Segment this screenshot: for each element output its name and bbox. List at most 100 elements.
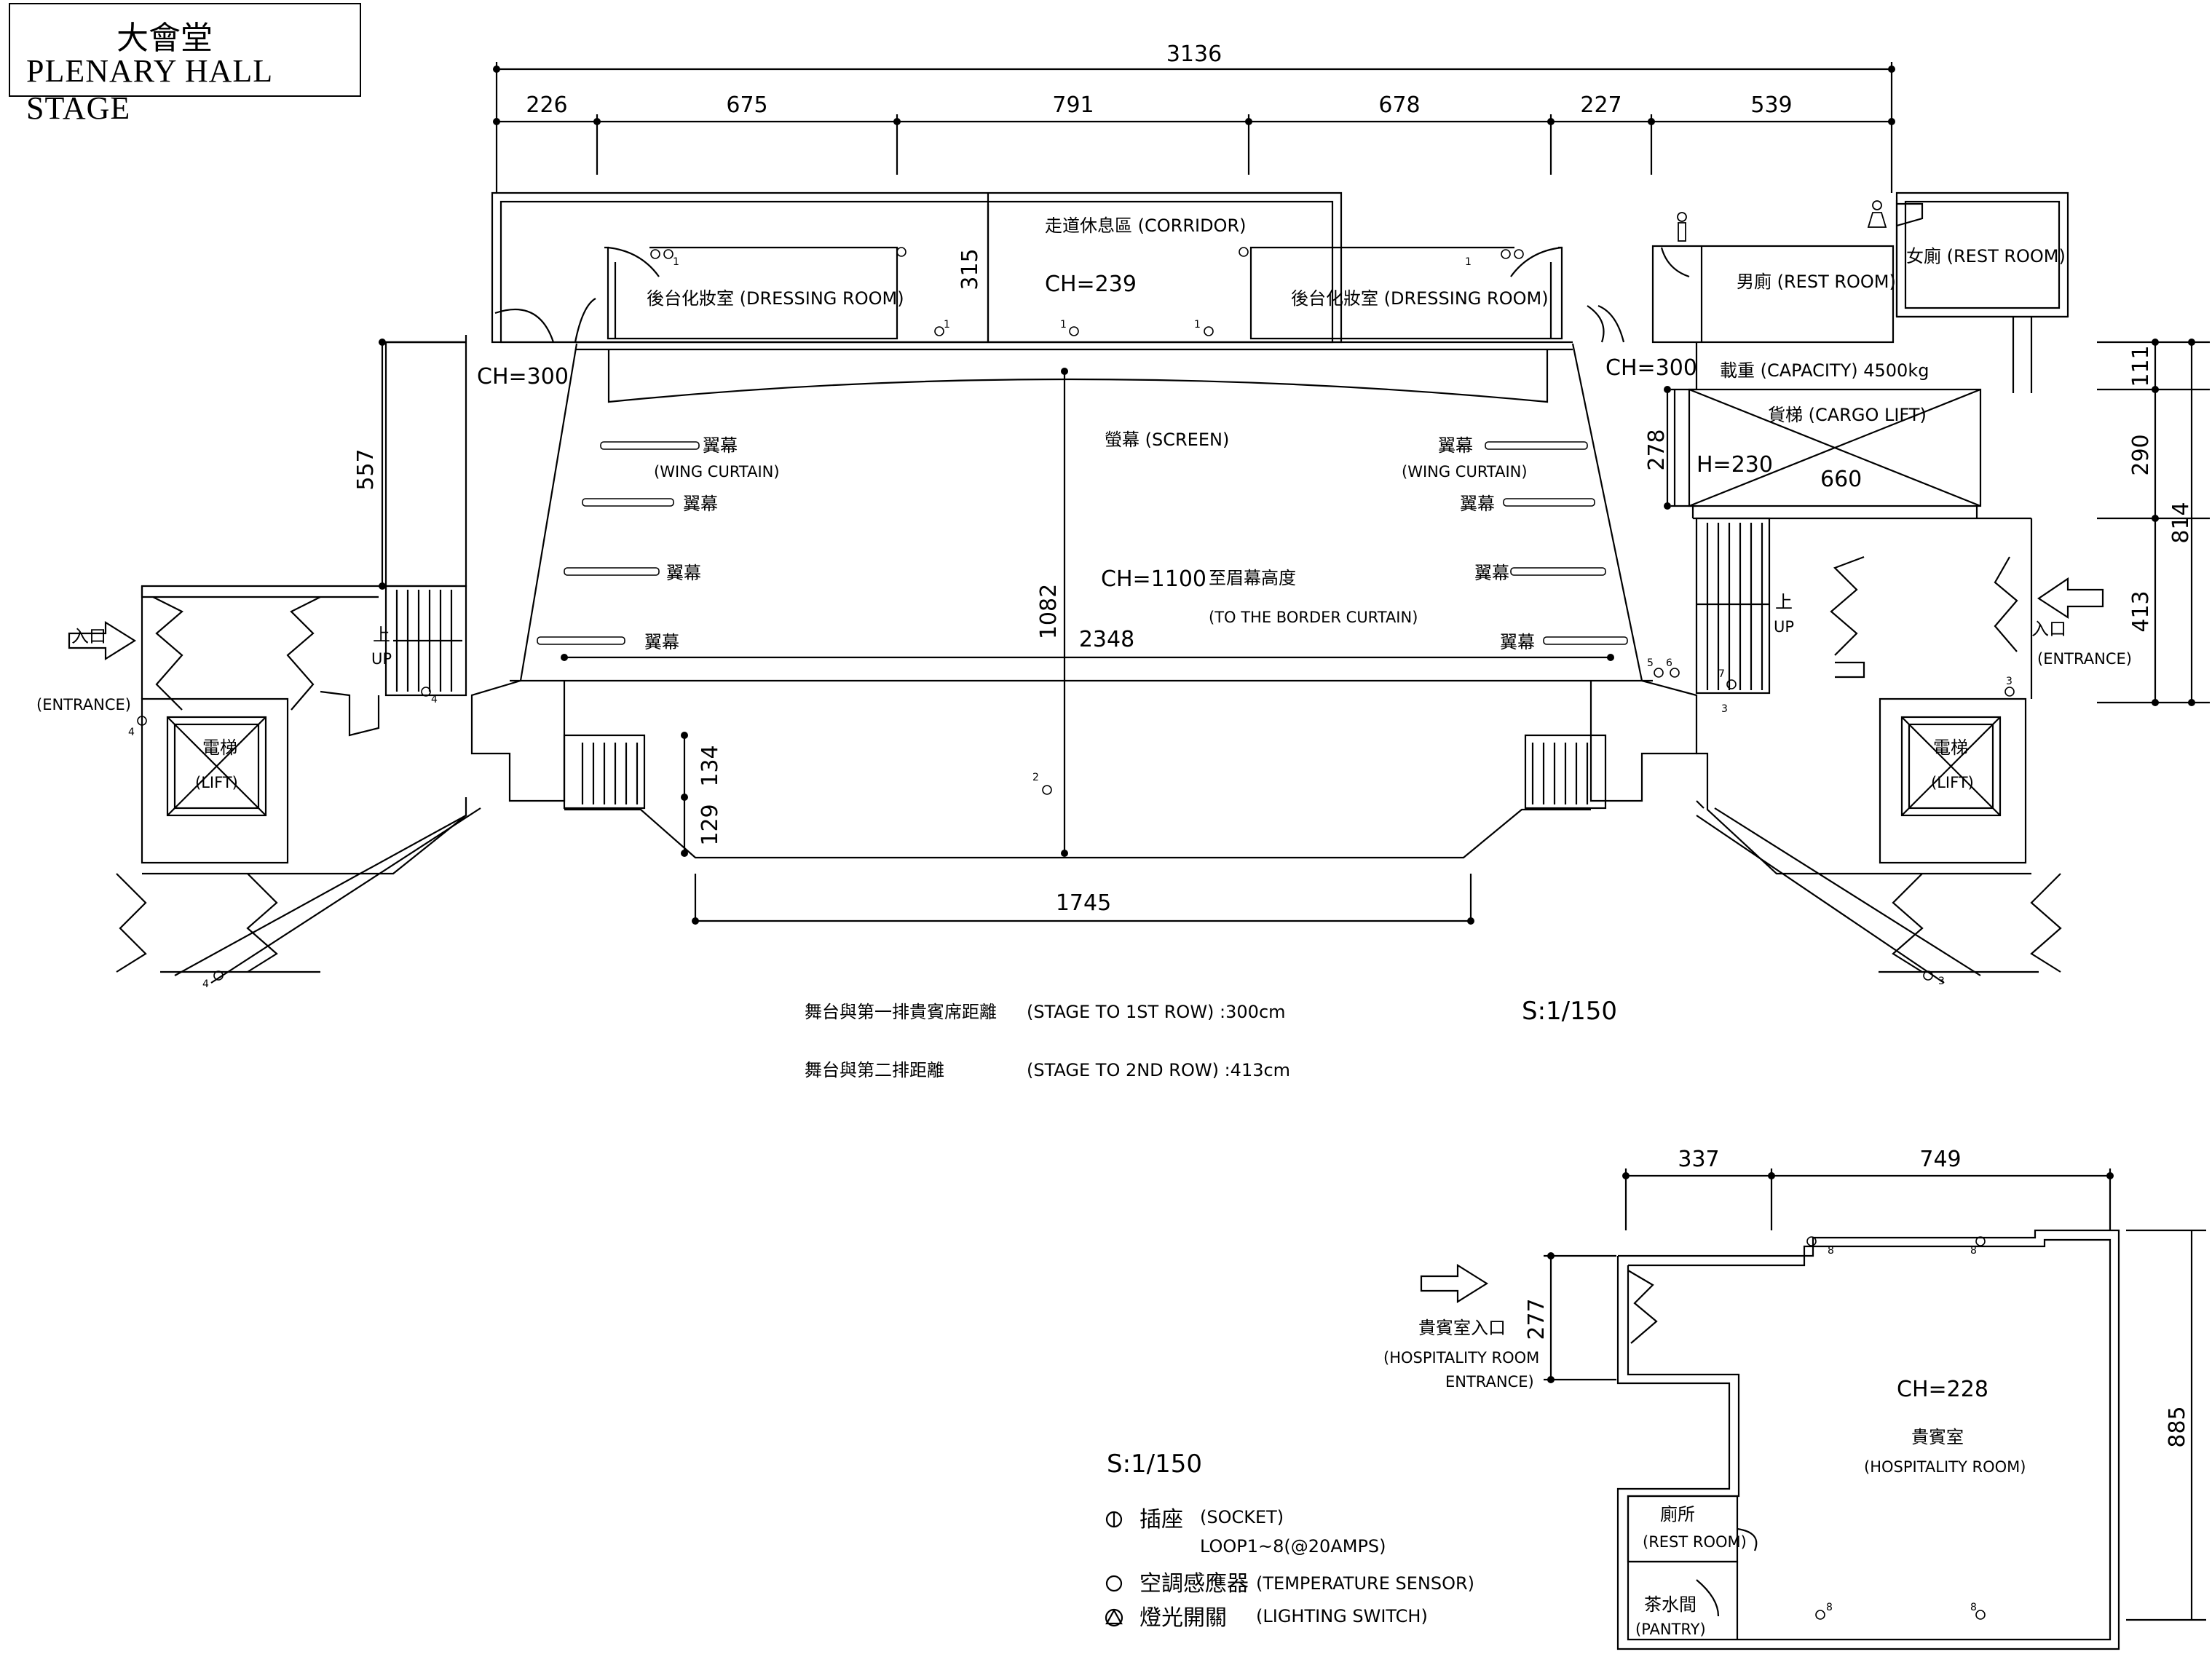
socket-num: 6: [1666, 657, 1672, 669]
title-english: PLENARY HALL STAGE: [26, 53, 272, 126]
socket-num: 3: [1938, 976, 1945, 987]
socket-num: 1: [1194, 319, 1201, 331]
dim-290: 290: [2128, 434, 2154, 475]
dim-2348: 2348: [1079, 627, 1134, 652]
lighting-switch-icon: [1105, 1608, 1123, 1625]
lift-left: [141, 697, 289, 864]
legend-temp-en: (TEMPERATURE SENSOR): [1256, 1573, 1474, 1594]
entrance-doors: [68, 518, 2104, 973]
socket-num: 3: [2006, 676, 2012, 687]
wing-curtains: [537, 441, 1628, 645]
dim-413: 413: [2128, 590, 2154, 632]
wing-zh-2: 翼幕: [683, 494, 718, 514]
socket-num: 7: [1718, 668, 1725, 680]
note-row2-zh: 舞台與第二排距離: [805, 1060, 944, 1080]
ch-left: CH=300: [477, 364, 569, 389]
dim-seg-1: 226: [526, 92, 567, 118]
temperature-sensor-icon: [1105, 1575, 1123, 1592]
socket-numbers: 1 1 1 1 1 2 3 3 3 4 4 4 5 6 7 8 8 8 8: [128, 256, 2012, 1613]
dim-278: 278: [1644, 429, 1670, 470]
legend-scale: S:1/150: [1107, 1450, 1202, 1479]
wing-zh-6: 翼幕: [1460, 494, 1495, 514]
socket-num: 1: [673, 256, 679, 268]
side-dimensions: 557 315 278 111 290 814 413 1082 2348 13…: [353, 248, 2210, 925]
stage-ch: CH=1100: [1101, 566, 1206, 592]
dim-315: 315: [957, 248, 983, 290]
corridor-label: 走道休息區 (CORRIDOR): [1045, 215, 1246, 236]
dim-1745: 1745: [1056, 890, 1111, 916]
note-row2-en: (STAGE TO 2ND ROW) :413cm: [1027, 1060, 1290, 1080]
cargo-lift: [1671, 342, 2031, 520]
wing-zh-1: 翼幕: [703, 435, 738, 456]
dim-1082: 1082: [1036, 584, 1062, 639]
scale-main: S:1/150: [1522, 997, 1617, 1026]
lift-zh-right: 電梯: [1933, 737, 1968, 758]
hosp-rest-en: (REST ROOM): [1643, 1533, 1747, 1551]
dim-seg-2: 675: [726, 92, 767, 118]
legend-socket-en: (SOCKET): [1200, 1507, 1284, 1527]
sockets: [137, 247, 2015, 1620]
hosp-room-zh: 貴賓室: [1911, 1427, 1964, 1447]
dressing-room-right: 後台化妝室 (DRESSING ROOM): [1291, 288, 1549, 309]
legend: S:1/150 插座 (SOCKET) LOOP1~8(@20AMPS) 空調感…: [1105, 1450, 1474, 1631]
hosp-dim-749: 749: [1919, 1147, 1961, 1172]
border-zh: 至眉幕高度: [1209, 568, 1296, 588]
dim-seg-3: 791: [1052, 92, 1094, 118]
wing-zh-8: 翼幕: [1500, 632, 1535, 652]
legend-socket-zh: 插座: [1139, 1507, 1183, 1533]
mens-room: 男廁 (REST ROOM): [1737, 272, 1896, 292]
dim-111: 111: [2128, 345, 2154, 387]
entrance-zh-right: 入口: [2031, 619, 2066, 639]
cargo-capacity: 載重 (CAPACITY) 4500kg: [1720, 360, 1929, 381]
cargo-660: 660: [1820, 467, 1862, 492]
lift-right: [1879, 697, 2027, 864]
cargo-lift-label: 貨梯 (CARGO LIFT): [1768, 405, 1927, 425]
legend-socket-loop: LOOP1~8(@20AMPS): [1200, 1536, 1386, 1557]
lift-en-right: (LIFT): [1931, 774, 1974, 791]
restroom-icons: [1677, 200, 1887, 242]
legend-light-zh: 燈光開關: [1139, 1605, 1227, 1631]
lift-en-left: (LIFT): [195, 774, 238, 791]
dim-total: 3136: [1166, 41, 1222, 67]
top-dimensions: 3136 226 675 791 678 227 539: [493, 41, 1895, 193]
hosp-pantry-en: (PANTRY): [1635, 1621, 1706, 1638]
lift-zh-left: 電梯: [202, 737, 237, 758]
entrance-en-right: (ENTRANCE): [2037, 650, 2132, 668]
entrance-zh-left: 入口: [71, 626, 106, 646]
wing-zh-3: 翼幕: [666, 563, 701, 583]
title-block: 大會堂 PLENARY HALL STAGE: [9, 3, 361, 126]
hosp-pantry-zh: 茶水間: [1644, 1594, 1696, 1615]
socket-num: 2: [1032, 772, 1039, 783]
socket-num: 8: [1970, 1245, 1977, 1257]
dim-seg-4: 678: [1378, 92, 1420, 118]
ch-right: CH=300: [1605, 355, 1697, 381]
dim-557: 557: [353, 448, 379, 490]
wing-zh-4: 翼幕: [644, 632, 679, 652]
entrance-en-left: (ENTRANCE): [36, 696, 131, 713]
cargo-h: H=230: [1696, 452, 1773, 478]
wing-en-left: (WING CURTAIN): [654, 463, 780, 481]
hosp-dim-277: 277: [1524, 1298, 1549, 1340]
dim-seg-6: 539: [1750, 92, 1792, 118]
hospitality-plan: [1420, 1168, 2206, 1650]
socket-num: 8: [1828, 1245, 1834, 1257]
socket-num: 4: [128, 727, 135, 738]
dim-seg-5: 227: [1580, 92, 1622, 118]
wing-zh-5: 翼幕: [1438, 435, 1473, 456]
stage-outline: [141, 335, 2031, 984]
dim-134: 134: [698, 745, 723, 786]
screen-label: 螢幕 (SCREEN): [1105, 430, 1229, 450]
title-chinese: 大會堂: [116, 20, 213, 57]
hosp-entrance-en2: ENTRANCE): [1445, 1373, 1534, 1391]
corridor-ch: CH=239: [1045, 272, 1137, 297]
up-en-right: UP: [1774, 618, 1794, 636]
hosp-entrance-zh: 貴賓室入口: [1418, 1318, 1506, 1338]
border-en: (TO THE BORDER CURTAIN): [1209, 609, 1418, 626]
hosp-room-en: (HOSPITALITY ROOM): [1864, 1458, 2026, 1476]
socket-num: 3: [1721, 703, 1728, 715]
socket-num: 4: [202, 978, 209, 990]
socket-legend-icon: [1105, 1511, 1123, 1528]
hosp-dim-337: 337: [1678, 1147, 1719, 1172]
socket-num: 1: [1465, 256, 1472, 268]
